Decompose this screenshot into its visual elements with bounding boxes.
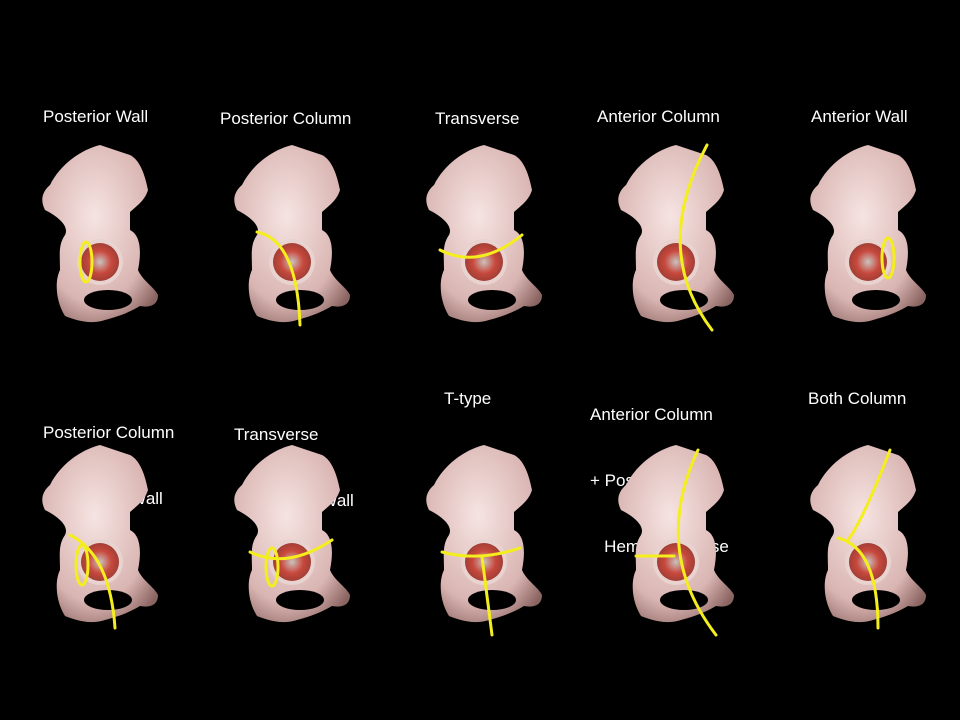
pelvis-anterior-column-posterior-hemi-transverse (618, 445, 734, 637)
fracture-line-transverse (440, 546, 522, 558)
fracture-line-posterior-column (255, 230, 302, 327)
pelvis-posterior-column-posterior-wall (42, 445, 159, 630)
pelvis-posterior-wall (42, 145, 159, 323)
fracture-line-transverse (438, 233, 524, 259)
label-t-type: T-type (444, 389, 492, 408)
fracture-ellipse-posterior-wall (264, 546, 280, 588)
label-transverse: Transverse (435, 109, 520, 128)
pelvis-both-column (810, 445, 926, 630)
pelvis-anterior-wall (810, 145, 926, 323)
label-line: Posterior Column (43, 423, 175, 442)
fracture-line-vertical-stem (480, 555, 494, 637)
fracture-line-anterior-column (846, 448, 892, 542)
pelvis-transverse-posterior-wall (234, 445, 350, 623)
fracture-line-transverse (248, 538, 334, 561)
pelvis-posterior-column (234, 145, 350, 327)
fracture-ellipse-posterior-wall (74, 543, 90, 587)
fracture-line-posterior-column (68, 533, 117, 630)
pelvis-transverse (426, 145, 542, 323)
label-anterior-wall: Anterior Wall (811, 107, 908, 126)
pelvis-anterior-column (618, 143, 734, 332)
label-posterior-wall: Posterior Wall (43, 107, 149, 126)
label-anterior-column: Anterior Column (597, 107, 720, 126)
fracture-line-posterior-column (836, 536, 880, 630)
label-line: Transverse (234, 425, 319, 444)
pelvis-t-type (426, 445, 542, 637)
label-line: Anterior Column (590, 405, 713, 424)
fracture-line-anterior-column (676, 448, 718, 637)
fracture-ellipse-anterior-wall (880, 236, 896, 280)
label-posterior-column: Posterior Column (220, 109, 352, 128)
label-both-column: Both Column (808, 389, 907, 408)
fracture-line-anterior-column (678, 143, 714, 332)
fracture-ellipse-posterior-wall (78, 240, 94, 284)
